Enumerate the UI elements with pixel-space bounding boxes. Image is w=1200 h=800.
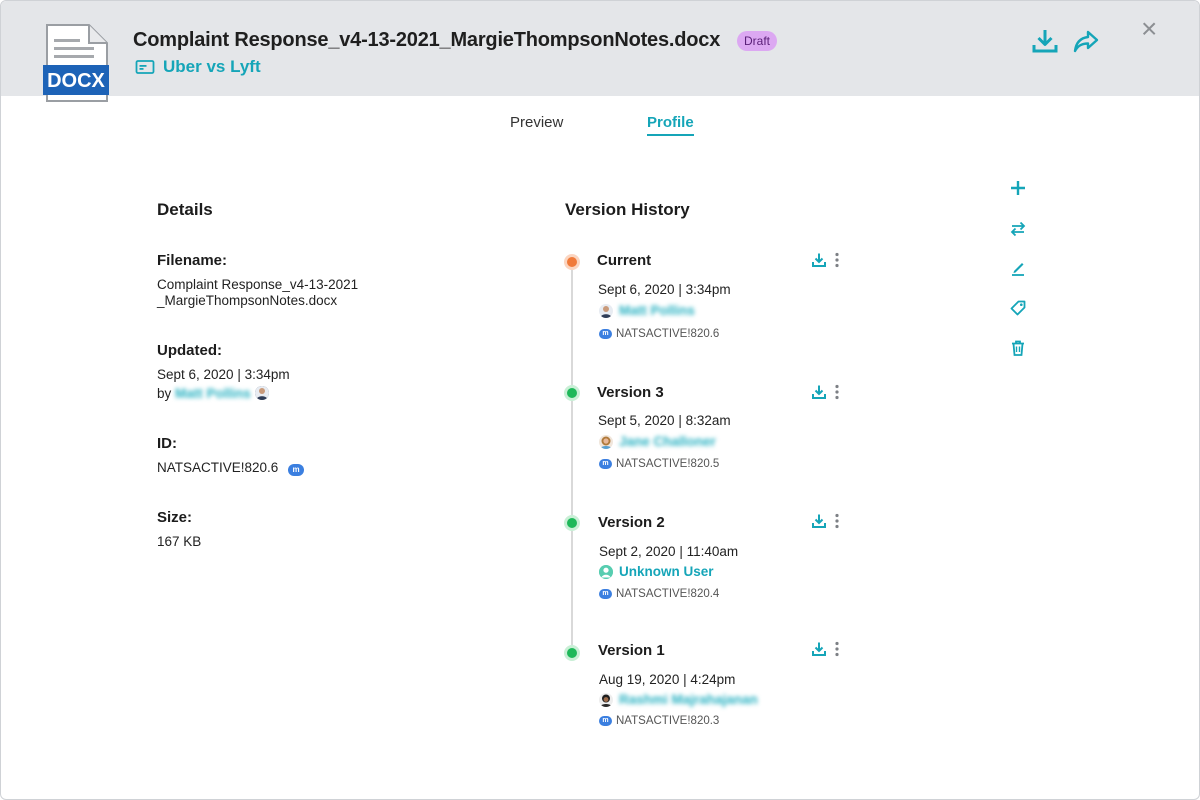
unknown-user-avatar xyxy=(599,564,613,579)
imanage-icon: m xyxy=(599,589,612,599)
share-icon[interactable] xyxy=(1072,27,1100,55)
imanage-icon: m xyxy=(599,716,612,726)
version-date: Sept 2, 2020 | 11:40am xyxy=(599,544,739,559)
version-status-dot xyxy=(564,515,580,531)
version-download-icon[interactable] xyxy=(811,513,827,529)
tab-preview[interactable]: Preview xyxy=(510,114,564,131)
version-download-icon[interactable] xyxy=(811,641,827,657)
user-avatar xyxy=(599,303,613,318)
version-download-icon[interactable] xyxy=(811,252,827,268)
docx-file-type: DOCX xyxy=(47,70,105,92)
add-icon[interactable] xyxy=(1009,179,1027,197)
version-name[interactable]: Version 2 xyxy=(598,514,665,531)
version-id-value: NATSACTIVE!820.4 xyxy=(616,588,720,600)
filename-line-1: Complaint Response_v4-13-2021 xyxy=(157,277,359,292)
version-name[interactable]: Current xyxy=(597,252,652,269)
version-user-name[interactable]: Unknown User xyxy=(619,564,714,579)
details-title: Details xyxy=(157,200,213,219)
docx-file-icon: DOCX xyxy=(43,24,109,102)
version-id-value: NATSACTIVE!820.3 xyxy=(616,715,720,727)
swap-icon[interactable] xyxy=(1009,220,1027,238)
size-label: Size: xyxy=(157,509,193,526)
version-status-dot xyxy=(564,385,580,401)
version-id-value: NATSACTIVE!820.6 xyxy=(616,328,720,340)
matter-card-icon xyxy=(135,60,155,74)
version-id: m NATSACTIVE!820.4 xyxy=(599,588,719,600)
matter-link[interactable]: Uber vs Lyft xyxy=(135,57,261,77)
edit-icon[interactable] xyxy=(1009,258,1027,276)
version-id: m NATSACTIVE!820.3 xyxy=(599,715,719,727)
header-bar: DOCX Complaint Response_v4-13-2021_Margi… xyxy=(1,1,1199,102)
id-row: NATSACTIVE!820.6 m xyxy=(157,460,305,476)
version-id: m NATSACTIVE!820.6 xyxy=(599,328,719,340)
version-more-icon[interactable] xyxy=(834,641,840,657)
version-more-icon[interactable] xyxy=(834,384,840,400)
version-user-name[interactable]: Matt Pollins xyxy=(619,303,695,318)
version-id: m NATSACTIVE!820.5 xyxy=(599,458,719,470)
version-user: Rashmi Majrahajanan xyxy=(599,692,758,707)
filename-line-2: _MargieThompsonNotes.docx xyxy=(157,293,338,308)
size-value: 167 KB xyxy=(157,534,202,549)
version-name[interactable]: Version 3 xyxy=(597,384,664,401)
close-icon[interactable]: × xyxy=(1141,13,1158,44)
version-more-icon[interactable] xyxy=(834,252,840,268)
user-avatar xyxy=(599,434,613,449)
tag-icon[interactable] xyxy=(1009,299,1027,317)
updated-label: Updated: xyxy=(157,342,222,359)
version-history-title: Version History xyxy=(565,200,690,219)
user-avatar xyxy=(254,386,269,400)
version-date: Sept 5, 2020 | 8:32am xyxy=(598,413,731,428)
updated-value: Sept 6, 2020 | 3:34pm xyxy=(157,367,290,382)
updated-by-user[interactable]: Matt Pollins xyxy=(175,386,251,401)
updated-by-prefix: by xyxy=(157,386,172,401)
tab-profile[interactable]: Profile xyxy=(647,114,694,136)
filename-value: Complaint Response_v4-13-2021 _MargieTho… xyxy=(157,277,358,309)
id-value: NATSACTIVE!820.6 xyxy=(157,460,279,475)
version-user-name[interactable]: Jane Challoner xyxy=(619,434,716,449)
user-avatar xyxy=(599,692,613,707)
id-label: ID: xyxy=(157,435,177,452)
updated-by: by Matt Pollins xyxy=(157,386,269,402)
version-status-dot xyxy=(564,254,580,270)
imanage-icon: m xyxy=(599,459,612,469)
version-id-value: NATSACTIVE!820.5 xyxy=(616,458,720,470)
trash-icon[interactable] xyxy=(1009,339,1027,357)
imanage-icon: m xyxy=(599,329,612,339)
version-user-name[interactable]: Rashmi Majrahajanan xyxy=(619,692,758,707)
document-title: Complaint Response_v4-13-2021_MargieThom… xyxy=(133,29,721,51)
version-user: Unknown User xyxy=(599,564,714,579)
version-status-dot xyxy=(564,645,580,661)
version-more-icon[interactable] xyxy=(834,513,840,529)
filename-label: Filename: xyxy=(157,252,228,269)
version-name[interactable]: Version 1 xyxy=(598,642,665,659)
version-date: Sept 6, 2020 | 3:34pm xyxy=(598,282,731,297)
timeline-line xyxy=(571,263,573,655)
matter-name: Uber vs Lyft xyxy=(163,57,261,76)
version-date: Aug 19, 2020 | 4:24pm xyxy=(599,672,736,687)
version-download-icon[interactable] xyxy=(811,384,827,400)
draft-badge: Draft xyxy=(737,31,778,51)
imanage-icon: m xyxy=(288,464,305,476)
version-user: Jane Challoner xyxy=(599,434,716,449)
version-user: Matt Pollins xyxy=(599,303,695,318)
download-icon[interactable] xyxy=(1031,27,1059,55)
